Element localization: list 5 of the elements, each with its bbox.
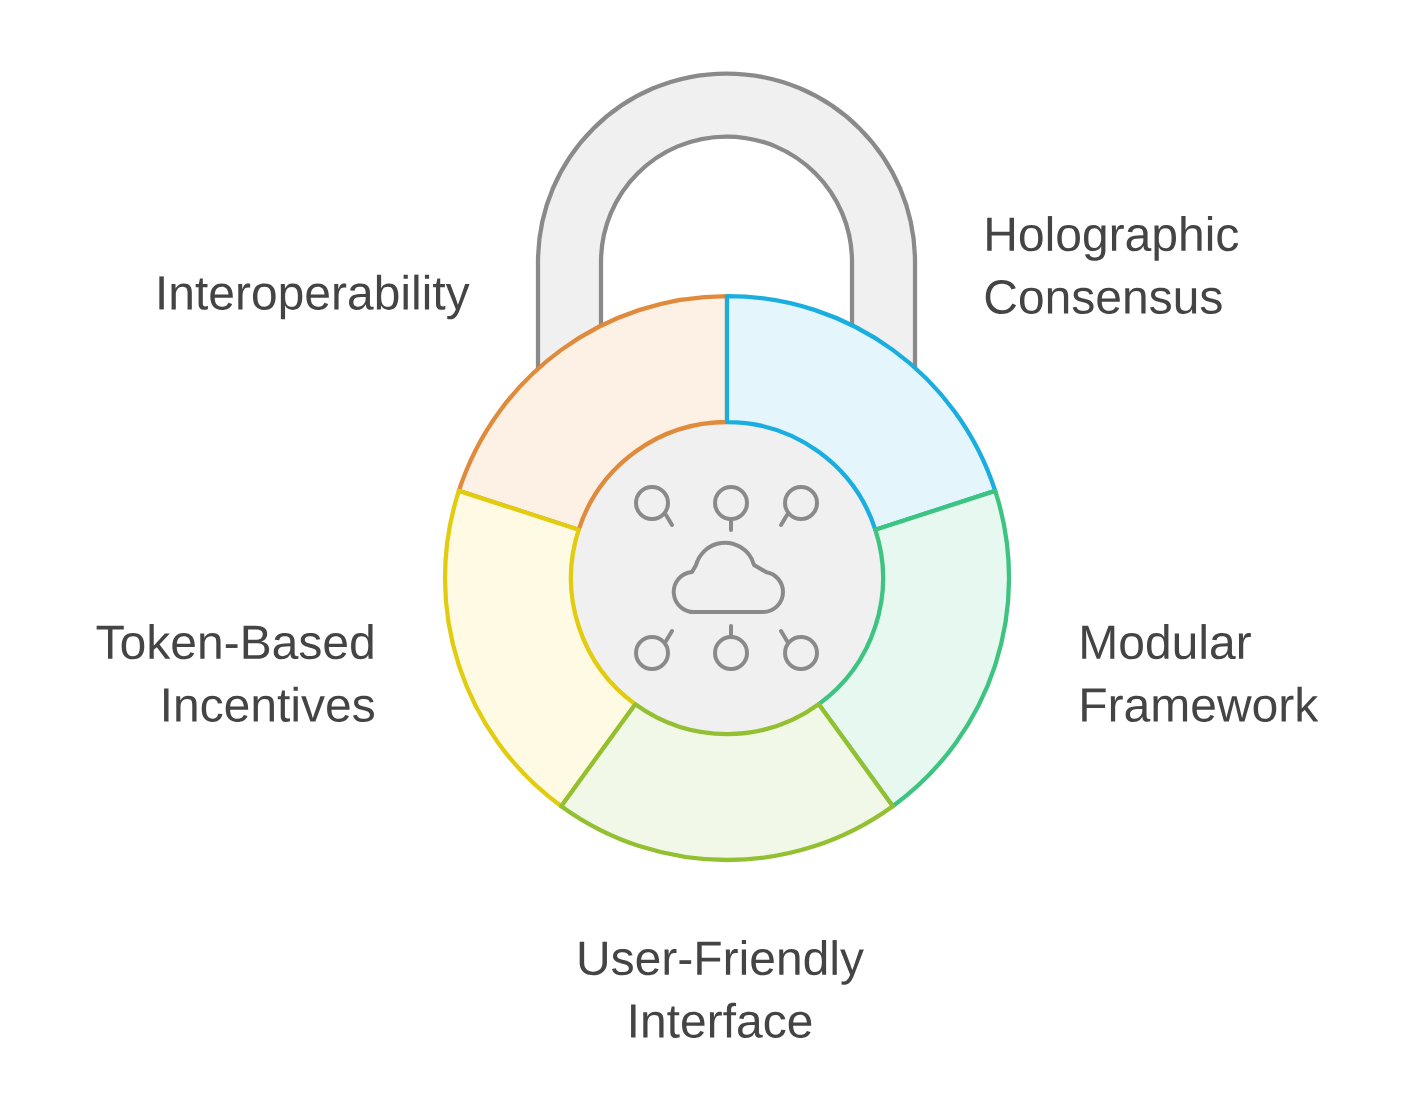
node-label: Modular Framework [1082,624,1319,722]
node-label: Holographic Consensus [985,216,1239,314]
node-label: Token-Based Incentives [96,624,374,722]
node-label: User-Friendly Interface [579,940,864,1038]
node-label: Interoperability [159,274,470,320]
